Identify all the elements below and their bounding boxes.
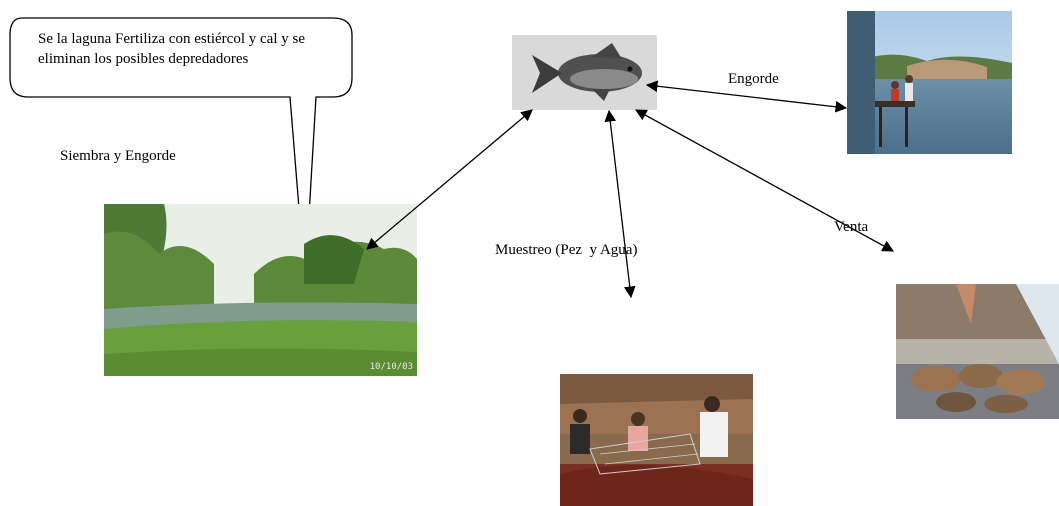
arrow-fish-pond (366, 109, 533, 250)
label-engorde: Engorde (728, 71, 779, 87)
pond-photo: 10/10/03 (104, 204, 417, 376)
camera-date-stamp: 10/10/03 (369, 362, 413, 372)
callout-text: Se la laguna Fertiliza con estiércol y c… (38, 31, 305, 67)
arrow-fish-market (634, 109, 895, 252)
label-muestreo: Muestreo (Pez y Agua) (495, 242, 638, 258)
sampling-net-photo (560, 374, 753, 506)
arrow-fish-sampling (604, 109, 636, 299)
fish-market-photo (896, 284, 1059, 419)
label-venta: Venta (834, 219, 869, 235)
lake-dock-photo (847, 11, 1012, 154)
fish-photo (512, 35, 657, 110)
label-siembra-engorde: Siembra y Engorde (60, 148, 176, 164)
arrow-fish-lake (645, 80, 848, 113)
